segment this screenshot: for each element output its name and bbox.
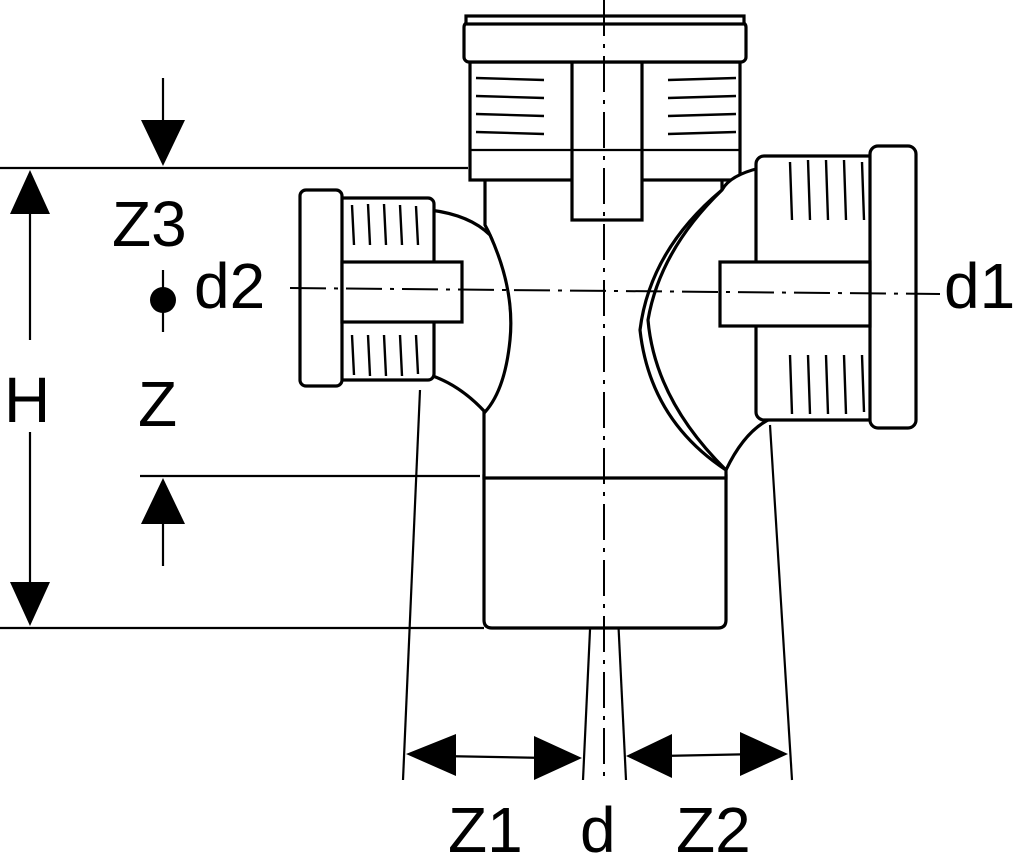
h-arrow-down-icon: [10, 582, 50, 626]
top-socket-lug: [570, 60, 644, 222]
right-branch-elbow: [646, 166, 774, 473]
z2-arrow-right-icon: [740, 732, 788, 776]
h-arrow-up-icon: [10, 170, 50, 214]
dimension-lines: [0, 78, 794, 781]
horizontal-centerline: [289, 287, 941, 295]
label-z: Z: [138, 368, 177, 440]
label-z2: Z2: [676, 794, 751, 863]
right-threads: [788, 159, 866, 415]
center-point-icon: [150, 287, 176, 313]
label-d: d: [580, 794, 616, 863]
z1-arrow-left-icon: [406, 734, 456, 776]
z3-arrow-down-icon: [141, 120, 185, 166]
z2-arrow-left-icon: [626, 734, 672, 778]
left-socket-lug: [340, 260, 464, 324]
left-threads: [350, 203, 420, 377]
dimension-labels: Z3 d2 d1 H Z Z1 d Z2: [4, 188, 1015, 863]
left-branch: [298, 188, 513, 415]
top-threads: [475, 76, 737, 136]
label-d2: d2: [194, 250, 265, 322]
right-socket-lug: [718, 260, 872, 328]
z1-extension-line: [401, 389, 422, 781]
right-branch: [646, 144, 918, 473]
label-d1: d1: [944, 250, 1015, 322]
right-socket-ring: [868, 144, 918, 430]
label-h: H: [4, 364, 50, 436]
z1-dimension-line: [439, 754, 549, 760]
label-z1: Z1: [448, 794, 523, 863]
z-arrow-up-icon: [141, 478, 185, 524]
z1-arrow-right-icon: [534, 736, 582, 780]
z2-extension-line: [768, 424, 794, 781]
label-z3: Z3: [112, 188, 187, 260]
